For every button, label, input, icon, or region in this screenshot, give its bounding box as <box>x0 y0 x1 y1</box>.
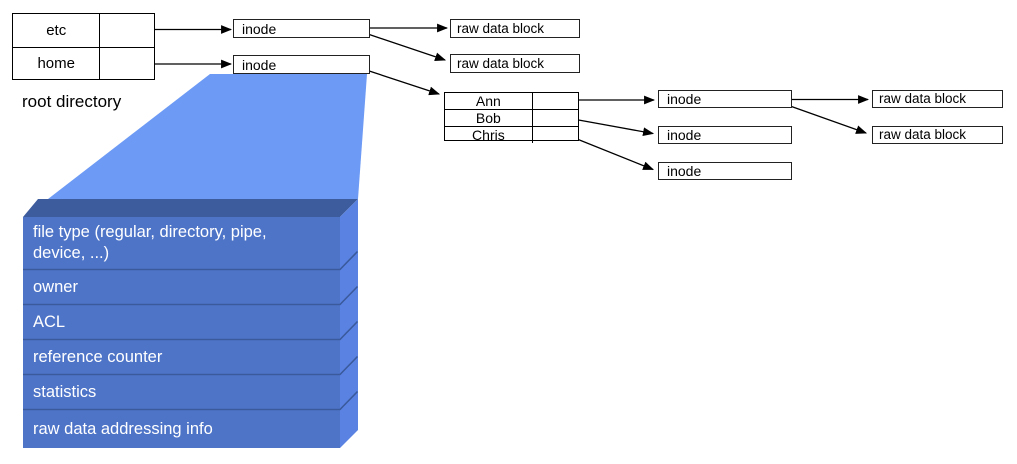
root-directory-table: etc home <box>12 13 155 80</box>
inode-field-owner: owner <box>33 277 78 296</box>
inode-field-reference-counter: reference counter <box>33 347 163 366</box>
inode-block-side-bevel <box>340 199 358 448</box>
entry-name-ann: Ann <box>445 93 533 109</box>
inode-field-raw-data-addressing: raw data addressing info <box>33 419 213 438</box>
root-directory-row-home: home <box>13 46 154 80</box>
chris-inode-box: inode <box>658 162 792 180</box>
field-divider <box>23 390 359 411</box>
home-directory-row-ann: Ann <box>445 93 578 109</box>
ann-inode-box: inode <box>658 90 792 108</box>
pointer-cell <box>533 93 578 109</box>
entry-name-home: home <box>13 47 101 79</box>
home-directory-table: Ann Bob Chris <box>444 92 579 143</box>
inode-field-file-type: file type (regular, directory, pipe, dev… <box>33 223 267 262</box>
pointer-cell <box>533 127 578 143</box>
entry-name-chris: Chris <box>445 127 533 143</box>
raw-data-block-label: raw data block <box>879 127 967 143</box>
field-divider <box>23 285 359 306</box>
ann-raw-data-block-1: raw data block <box>872 90 1003 108</box>
root-directory-caption: root directory <box>22 92 122 111</box>
inode-field-acl: ACL <box>33 312 66 331</box>
entry-name-etc: etc <box>13 14 101 47</box>
pointer-cell <box>100 48 154 80</box>
bob-inode-box: inode <box>658 126 792 144</box>
home-directory-row-bob: Bob <box>445 109 578 126</box>
home-directory-row-chris: Chris <box>445 126 578 143</box>
etc-raw-data-block-2: raw data block <box>450 54 580 73</box>
root-directory-row-etc: etc <box>13 14 154 47</box>
etc-inode-box: inode <box>233 19 370 38</box>
inode-label: inode <box>667 163 702 179</box>
entry-name-bob: Bob <box>445 110 533 126</box>
inode-label: inode <box>242 20 277 37</box>
inode-label: inode <box>667 91 702 107</box>
pointer-cell <box>100 14 154 47</box>
pointer-cell <box>533 110 578 126</box>
inode-field-statistics: statistics <box>33 382 97 401</box>
inode-label: inode <box>242 56 277 73</box>
arrow-inode-to-rawblock2 <box>355 29 447 62</box>
ann-raw-data-block-2: raw data block <box>872 126 1003 144</box>
inode-zoom-funnel <box>48 74 367 199</box>
etc-raw-data-block-1: raw data block <box>450 19 580 38</box>
field-divider <box>23 355 359 376</box>
raw-data-block-label: raw data block <box>457 20 545 36</box>
field-divider <box>23 320 359 341</box>
raw-data-block-label: raw data block <box>879 91 967 107</box>
inode-block-top-bevel <box>23 199 358 217</box>
home-inode-box: inode <box>233 55 370 74</box>
inode-label: inode <box>667 127 702 143</box>
field-divider <box>23 250 359 271</box>
raw-data-block-label: raw data block <box>457 55 545 71</box>
